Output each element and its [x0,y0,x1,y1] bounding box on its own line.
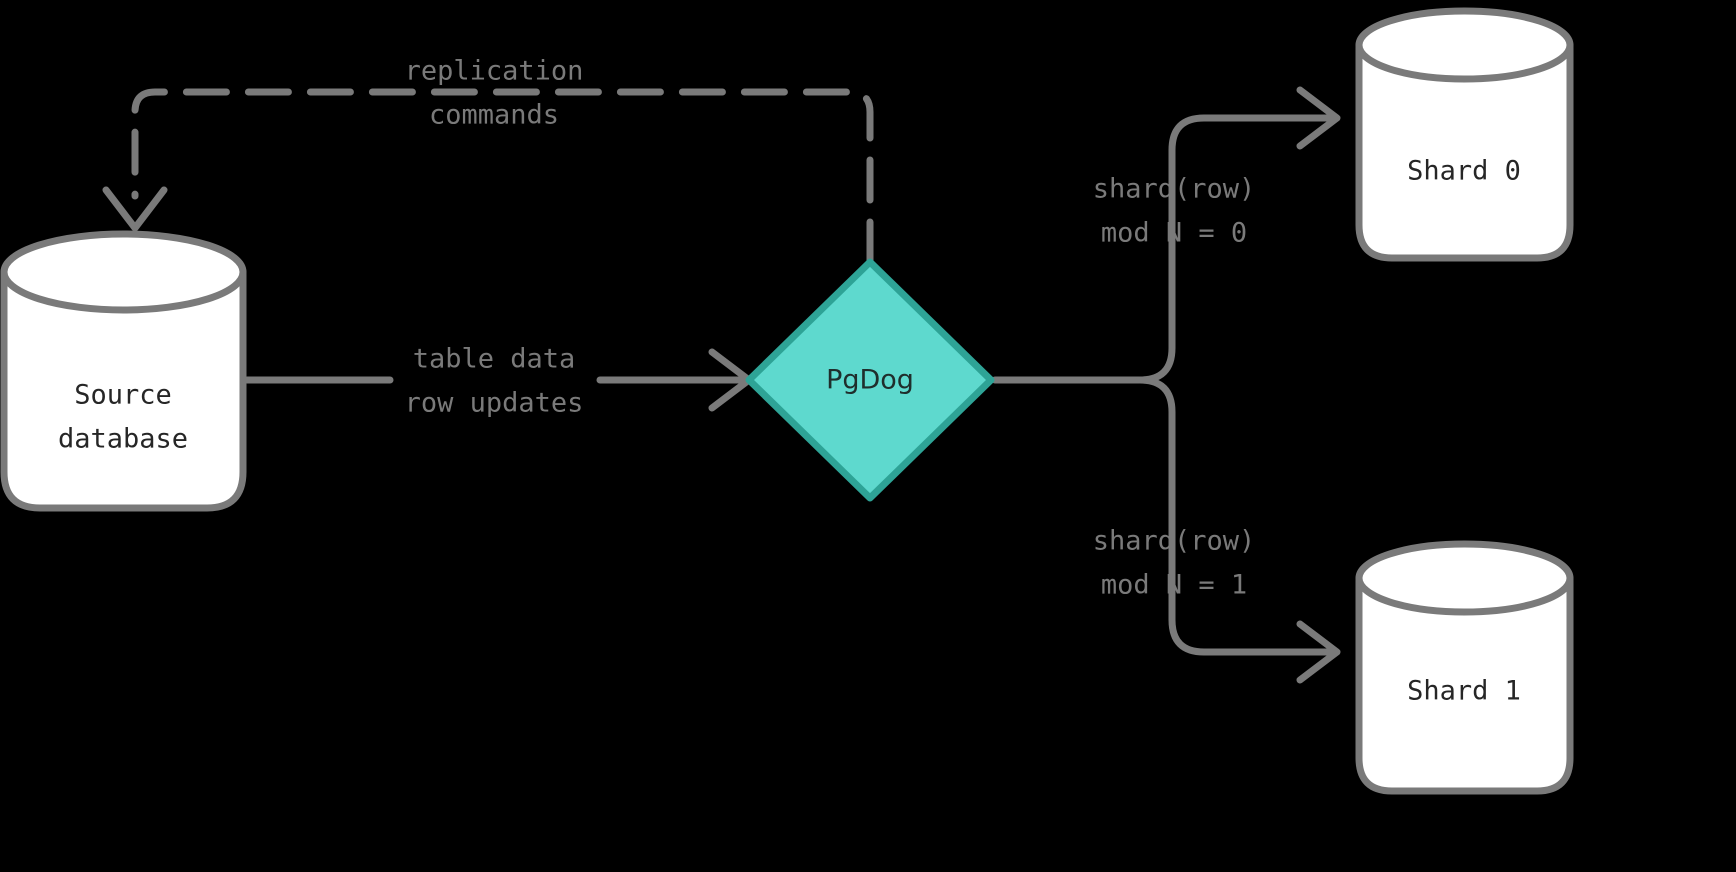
shard-1-cylinder-body [1355,574,1574,795]
node-source-database[interactable]: Source database [0,230,247,512]
shard-1-cylinder-top [1355,540,1574,616]
route-shard-0-arrowhead [1296,86,1341,150]
table-data-label-line1: table data [413,344,576,375]
shard-0-cylinder-body [1355,41,1574,262]
route-shard-1-arrowhead [1296,620,1341,684]
route-shard-1-path [1136,376,1334,656]
route-shard-0-label-line1: shard(row) [1093,174,1256,205]
replication-commands-label-line2: commands [429,100,559,131]
source-database-label-line2: database [58,424,188,455]
edge-routing-split: shard(row) mod N = 0 shard(row) mod N = … [991,86,1341,684]
source-database-cylinder-body [0,268,247,512]
edge-replication-commands: replication commands [102,56,874,266]
node-shard-1[interactable]: Shard 1 [1355,540,1574,795]
node-shard-0[interactable]: Shard 0 [1355,7,1574,262]
route-shard-1-label-line1: shard(row) [1093,526,1256,557]
replication-commands-path [131,88,874,266]
source-database-label-line1: Source [74,380,172,411]
shard-0-cylinder-top [1355,7,1574,83]
replication-commands-arrowhead [102,186,168,232]
pgdog-diamond-shape [745,258,995,502]
route-shard-0-label-line2: mod N = 0 [1101,218,1247,249]
pgdog-label: PgDog [826,365,914,396]
edge-table-data: table data row updates [243,344,753,419]
source-database-cylinder-top [0,230,247,314]
route-shard-1-label-line2: mod N = 1 [1101,570,1247,601]
route-shard-0-path [1136,114,1334,384]
shard-0-label: Shard 0 [1407,156,1521,187]
replication-commands-label-line1: replication [405,56,584,87]
table-data-label-line2: row updates [405,388,584,419]
shard-1-label: Shard 1 [1407,676,1521,707]
node-pgdog[interactable]: PgDog [745,258,995,502]
